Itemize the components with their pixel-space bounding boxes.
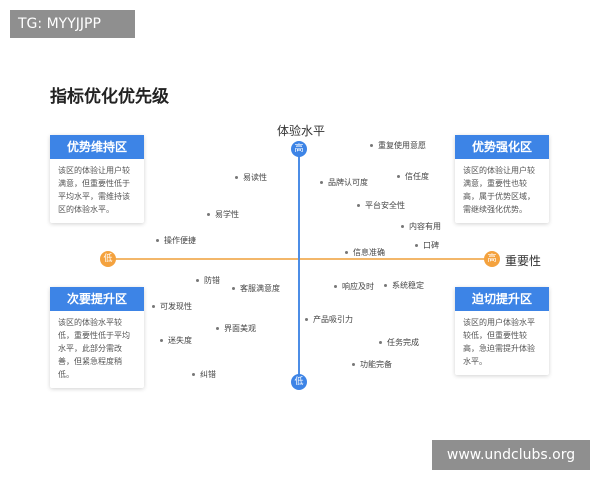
quadrant-title: 优势维持区 bbox=[50, 135, 144, 159]
quadrant-description: 该区的用户体验水平较低，但重要性较高，急迫需提升体验水平。 bbox=[463, 318, 535, 366]
data-point: 重复使用意愿 bbox=[370, 141, 426, 151]
data-point: 内容有用 bbox=[401, 222, 441, 232]
y-low-marker: 低 bbox=[291, 374, 307, 390]
x-axis-label: 重要性 bbox=[505, 254, 542, 268]
y-axis-line bbox=[298, 148, 300, 380]
quadrant-title: 迫切提升区 bbox=[455, 287, 549, 311]
page-title: 指标优化优先级 bbox=[50, 87, 169, 107]
data-point: 功能完备 bbox=[352, 360, 392, 370]
x-high-marker: 高 bbox=[484, 251, 500, 267]
data-point: 信息准确 bbox=[345, 248, 385, 258]
quadrant-card-bottom-left: 次要提升区 该区的体验水平较低，重要性低于平均水平，此部分需改善，但紧急程度稍低… bbox=[50, 287, 144, 388]
data-point: 系统稳定 bbox=[384, 281, 424, 291]
quadrant-title: 优势强化区 bbox=[455, 135, 549, 159]
quadrant-description: 该区的体验让用户较满意，重要性也较高，属于优势区域，需继续强化优势。 bbox=[463, 166, 535, 214]
quadrant-card-top-right: 优势强化区 该区的体验让用户较满意，重要性也较高，属于优势区域，需继续强化优势。 bbox=[455, 135, 549, 223]
data-point: 产品吸引力 bbox=[305, 315, 353, 325]
watermark-top-left: TG: MYYJJPP bbox=[10, 10, 135, 38]
quadrant-title: 次要提升区 bbox=[50, 287, 144, 311]
data-point: 信任度 bbox=[397, 172, 429, 182]
data-point: 易读性 bbox=[235, 173, 267, 183]
data-point: 迷失度 bbox=[160, 336, 192, 346]
data-point: 品牌认可度 bbox=[320, 178, 368, 188]
data-point: 任务完成 bbox=[379, 338, 419, 348]
x-axis-line bbox=[108, 258, 492, 260]
watermark-bottom-right: www.undclubs.org bbox=[432, 440, 590, 470]
data-point: 平台安全性 bbox=[357, 201, 405, 211]
data-point: 界面美观 bbox=[216, 324, 256, 334]
y-high-marker: 高 bbox=[291, 141, 307, 157]
data-point: 口碑 bbox=[415, 241, 439, 251]
data-point: 响应及时 bbox=[334, 282, 374, 292]
y-axis-label: 体验水平 bbox=[277, 124, 326, 138]
data-point: 纠错 bbox=[192, 370, 216, 380]
data-point: 客服满意度 bbox=[232, 284, 280, 294]
data-point: 防错 bbox=[196, 276, 220, 286]
x-low-marker: 低 bbox=[100, 251, 116, 267]
quadrant-card-bottom-right: 迫切提升区 该区的用户体验水平较低，但重要性较高，急迫需提升体验水平。 bbox=[455, 287, 549, 375]
quadrant-description: 该区的体验让用户较满意，但重要性低于平均水平，需维持该区的体验水平。 bbox=[58, 166, 130, 214]
data-point: 可发现性 bbox=[152, 302, 192, 312]
quadrant-description: 该区的体验水平较低，重要性低于平均水平，此部分需改善，但紧急程度稍低。 bbox=[58, 318, 130, 379]
data-point: 操作便捷 bbox=[156, 236, 196, 246]
quadrant-card-top-left: 优势维持区 该区的体验让用户较满意，但重要性低于平均水平，需维持该区的体验水平。 bbox=[50, 135, 144, 223]
data-point: 易学性 bbox=[207, 210, 239, 220]
